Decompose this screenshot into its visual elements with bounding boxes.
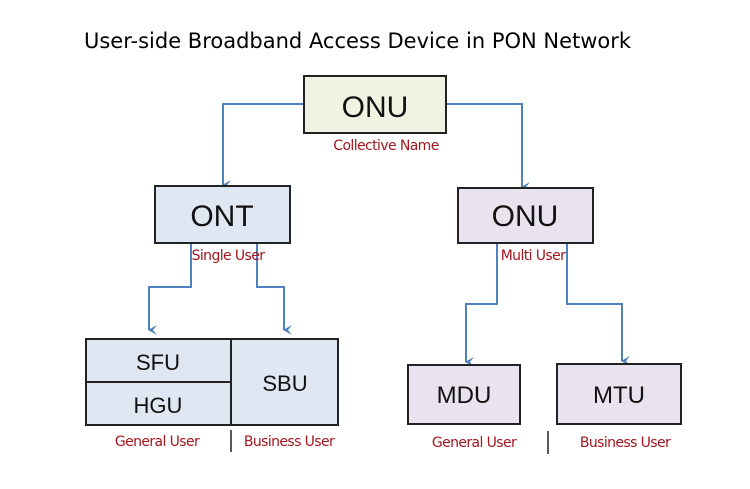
multi-onu-label: ONU [492,200,559,233]
ont-business-user-caption: Business User [244,434,335,450]
arrow-onu-to-multi-onu [446,103,530,192]
sbu-label: SBU [262,371,307,396]
arrow-onu-to-mdu [465,243,498,367]
multi-onu-node: ONU [457,187,594,244]
arrow-ont-to-sfu [148,243,192,335]
arrow-ont-to-sbu [256,243,292,335]
root-onu-node: ONU [303,75,447,134]
diagram-title: User-side Broadband Access Device in PON… [84,29,632,53]
hgu-label: HGU [134,393,183,418]
onu-general-user-caption: General User [432,435,517,451]
mtu-node: MTU [556,363,682,425]
ont-types-table: SFU HGU SBU [85,338,339,426]
ont-caption: Single User [192,248,266,264]
mdu-node: MDU [407,364,521,425]
ont-node: ONT [154,185,291,244]
mdu-label: MDU [437,382,492,409]
sfu-label: SFU [136,350,180,375]
multi-onu-caption: Multi User [501,248,566,264]
ont-label: ONT [190,200,253,233]
root-caption: Collective Name [333,138,438,154]
mtu-label: MTU [593,382,645,409]
root-onu-label: ONU [342,91,409,124]
onu-business-user-caption: Business User [580,435,671,451]
arrow-onu-to-ont [222,103,304,190]
ont-general-user-caption: General User [115,434,200,450]
arrow-onu-to-mtu [566,243,630,366]
